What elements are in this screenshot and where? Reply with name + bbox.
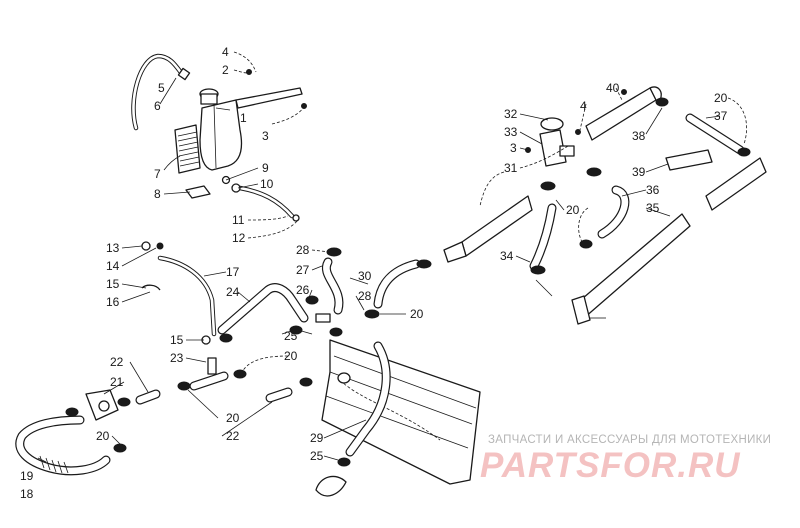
callout-labels: 1 2 3 4 5 6 7 8 9 10 11 12 13 14 15 16 1…	[20, 45, 728, 501]
callout-15b: 15	[170, 333, 184, 347]
callout-4b: 4	[580, 99, 587, 113]
thermostat-housing	[539, 129, 567, 167]
callout-22b: 22	[226, 429, 240, 443]
watermark-caption: ЗАПЧАСТИ И АКСЕССУАРЫ ДЛЯ МОТОТЕХНИКИ	[488, 434, 772, 446]
middle-hose-group	[141, 241, 432, 345]
heat-exchanger-31	[461, 195, 533, 257]
callout-15: 15	[106, 277, 120, 291]
callout-21: 21	[110, 375, 124, 389]
callout-9: 9	[262, 161, 269, 175]
callout-40: 40	[606, 81, 620, 95]
callout-34: 34	[500, 249, 514, 263]
callout-39: 39	[632, 165, 646, 179]
radiator-cap	[540, 117, 564, 131]
outlet-fitting	[185, 185, 211, 199]
callout-8: 8	[154, 187, 161, 201]
callout-7: 7	[154, 167, 161, 181]
callout-26: 26	[296, 283, 310, 297]
callout-20b: 20	[284, 349, 298, 363]
callout-3: 3	[262, 129, 269, 143]
coolant-reservoir-assembly	[131, 53, 307, 222]
callout-22a: 22	[110, 355, 124, 369]
callout-1: 1	[240, 111, 247, 125]
callout-37: 37	[714, 109, 728, 123]
callout-27: 27	[296, 263, 310, 277]
cover-39	[665, 149, 713, 171]
callout-28: 28	[296, 243, 310, 257]
watermark-logo: PARTSFOR.RU	[480, 446, 741, 485]
callout-25b: 25	[310, 449, 324, 463]
drain-fitting	[315, 475, 347, 497]
callout-10: 10	[260, 177, 274, 191]
callout-11: 11	[232, 213, 245, 227]
lower-hose-group	[15, 357, 313, 476]
callout-6: 6	[154, 99, 161, 113]
callout-29: 29	[310, 431, 324, 445]
heat-exchanger-right	[705, 157, 767, 211]
callout-33: 33	[504, 125, 518, 139]
callout-20f: 20	[714, 91, 728, 105]
callout-35: 35	[646, 201, 660, 215]
callout-14: 14	[106, 259, 120, 273]
callout-13: 13	[106, 241, 120, 255]
callout-16: 16	[106, 295, 120, 309]
callout-32: 32	[504, 107, 518, 121]
heat-exchanger-35	[575, 213, 691, 319]
tee-fitting	[315, 313, 331, 323]
callout-12: 12	[232, 231, 246, 245]
callout-28b: 28	[358, 289, 372, 303]
callout-25: 25	[284, 329, 298, 343]
callout-38: 38	[632, 129, 646, 143]
reservoir-mount-bracket	[235, 87, 303, 109]
callout-20c: 20	[226, 411, 240, 425]
callout-3b: 3	[510, 141, 517, 155]
callout-20d: 20	[96, 429, 110, 443]
callout-30: 30	[358, 269, 372, 283]
callout-24: 24	[226, 285, 240, 299]
coolant-reservoir	[199, 99, 243, 171]
callout-17: 17	[226, 265, 240, 279]
chassis-section	[315, 339, 481, 497]
leader-lines	[37, 51, 747, 463]
callout-20a: 20	[410, 307, 424, 321]
callout-18: 18	[20, 487, 34, 501]
heat-exchanger-upper	[585, 87, 657, 141]
callout-19: 19	[20, 469, 34, 483]
callout-31: 31	[504, 161, 518, 175]
callout-4: 4	[222, 45, 229, 59]
callout-20e: 20	[566, 203, 580, 217]
callout-23: 23	[170, 351, 184, 365]
callout-5: 5	[158, 81, 165, 95]
heat-exchanger-group	[443, 86, 767, 325]
callout-36: 36	[646, 183, 660, 197]
callout-2: 2	[222, 63, 229, 77]
